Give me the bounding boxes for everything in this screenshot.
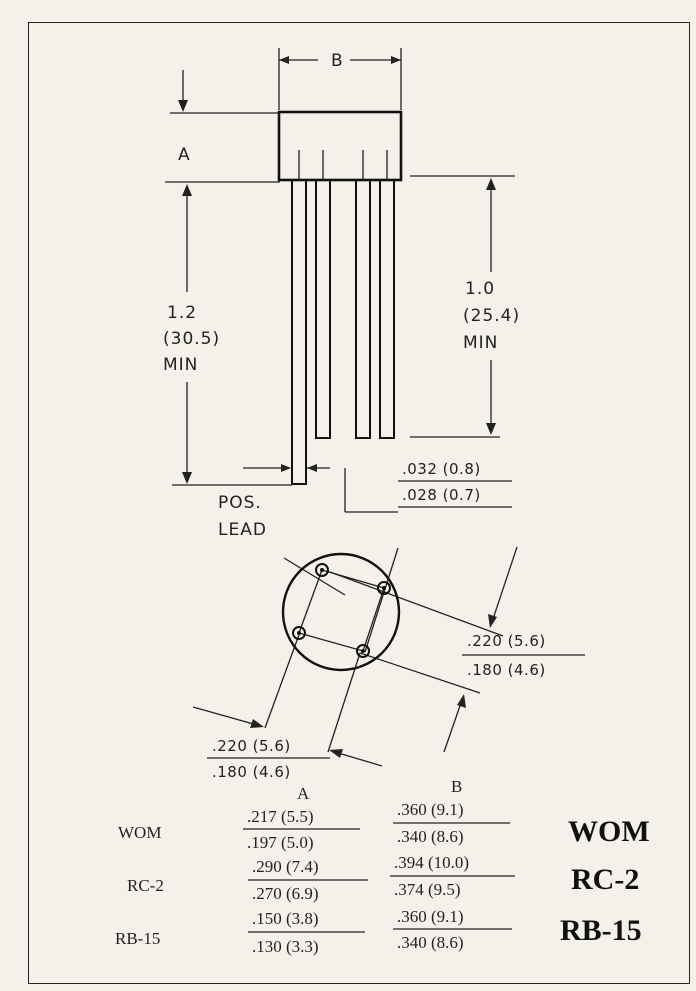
right-length-min: MIN [463, 333, 498, 353]
pin-dot-1 [315, 563, 329, 577]
row-rc2-name: RC-2 [127, 876, 164, 895]
row-rc2-big-label: RC-2 [571, 863, 639, 896]
bv-bottom-min: .180 (4.6) [212, 763, 291, 781]
pin-dot-2-center [382, 586, 386, 590]
right-length-metric: (25.4) [463, 306, 520, 326]
table-col-a: A [297, 784, 310, 803]
table-col-b: B [451, 777, 462, 796]
pos-lead-label-line2: LEAD [218, 520, 267, 540]
bv-bottom-arrow-right [329, 749, 343, 758]
bv-bottom-max: .220 (5.6) [212, 737, 291, 755]
pin-dot-3-center [361, 649, 365, 653]
row-rb15-a-max: .150 (3.8) [252, 909, 319, 928]
pos-lead-label-line1: POS. [218, 493, 262, 513]
lead-2 [315, 179, 331, 439]
left-dim-arrow-bottom [182, 472, 192, 484]
bottom-view: .220 (5.6) .180 (4.6) .220 (5.6) .180 (4… [192, 546, 585, 781]
row-wom-a-max: .217 (5.5) [247, 807, 314, 826]
b-arrow-left [279, 56, 289, 64]
bv-right-dim-bottom [443, 699, 463, 753]
b-arrow-right [391, 56, 401, 64]
row-wom-b-min: .340 (8.6) [397, 827, 464, 846]
row-rb15-b-max: .360 (9.1) [397, 907, 464, 926]
b-dimension-label: B [331, 51, 344, 71]
row-rb15-big-label: RB-15 [560, 914, 642, 947]
bv-right-max: .220 (5.6) [467, 632, 546, 650]
right-length-value: 1.0 [465, 279, 495, 299]
a-dimension-label: A [178, 145, 191, 165]
lead-dia-max: .032 (0.8) [402, 460, 481, 478]
left-length-value: 1.2 [167, 303, 197, 323]
row-rc2-b-max: .394 (10.0) [394, 853, 469, 872]
bv-bottom-dim-left [192, 706, 258, 726]
bv-right-dim-top [491, 546, 518, 623]
bv-bottom-dim-right [334, 751, 383, 767]
lead-4 [379, 179, 395, 439]
bv-ext-1 [283, 557, 346, 596]
row-rb15-b-min: .340 (8.6) [397, 933, 464, 952]
bv-ext-3 [359, 652, 481, 694]
lead-dia-arrowhead-right [307, 464, 317, 472]
pin-dot-4 [292, 626, 306, 640]
row-rc2-a-max: .290 (7.4) [252, 857, 319, 876]
pin-dot-3 [356, 644, 370, 658]
row-wom-a-min: .197 (5.0) [247, 833, 314, 852]
pin-dot-1-center [320, 568, 324, 572]
left-dim-arrow-top [182, 184, 192, 196]
row-rc2-b-min: .374 (9.5) [394, 880, 461, 899]
lead-dia-arrowhead-left [281, 464, 291, 472]
a-arrow-head [178, 100, 188, 112]
bv-ext-2 [329, 571, 504, 637]
pin-dot-2 [377, 581, 391, 595]
lead-3 [355, 179, 371, 439]
package-circle [281, 552, 401, 672]
bv-right-min: .180 (4.6) [467, 661, 546, 679]
row-rb15-a-min: .130 (3.3) [252, 937, 319, 956]
right-dim-arrow-bottom [486, 423, 496, 435]
bv-right-arrow-bottom [457, 694, 466, 708]
bv-ext-4 [364, 547, 399, 653]
left-length-min: MIN [163, 355, 198, 375]
row-wom-big-label: WOM [568, 815, 650, 848]
row-wom-b-max: .360 (9.1) [397, 800, 464, 819]
dimension-table: A B WOM .217 (5.5) .197 (5.0) .360 (9.1)… [115, 777, 650, 956]
lead-square [298, 569, 385, 652]
left-length-metric: (30.5) [163, 329, 220, 349]
lead-positive [291, 179, 307, 485]
bv-bottom-arrow-left [250, 719, 264, 728]
lead-dia-min: .028 (0.7) [402, 486, 481, 504]
package-body [277, 110, 403, 182]
leads [291, 150, 395, 485]
row-wom-name: WOM [118, 823, 161, 842]
row-rb15-name: RB-15 [115, 929, 160, 948]
pin-dot-4-center [297, 631, 301, 635]
row-rc2-a-min: .270 (6.9) [252, 884, 319, 903]
bv-right-arrow-top [488, 614, 497, 628]
drawing-frame [28, 22, 690, 984]
right-dim-arrow-top [486, 178, 496, 190]
